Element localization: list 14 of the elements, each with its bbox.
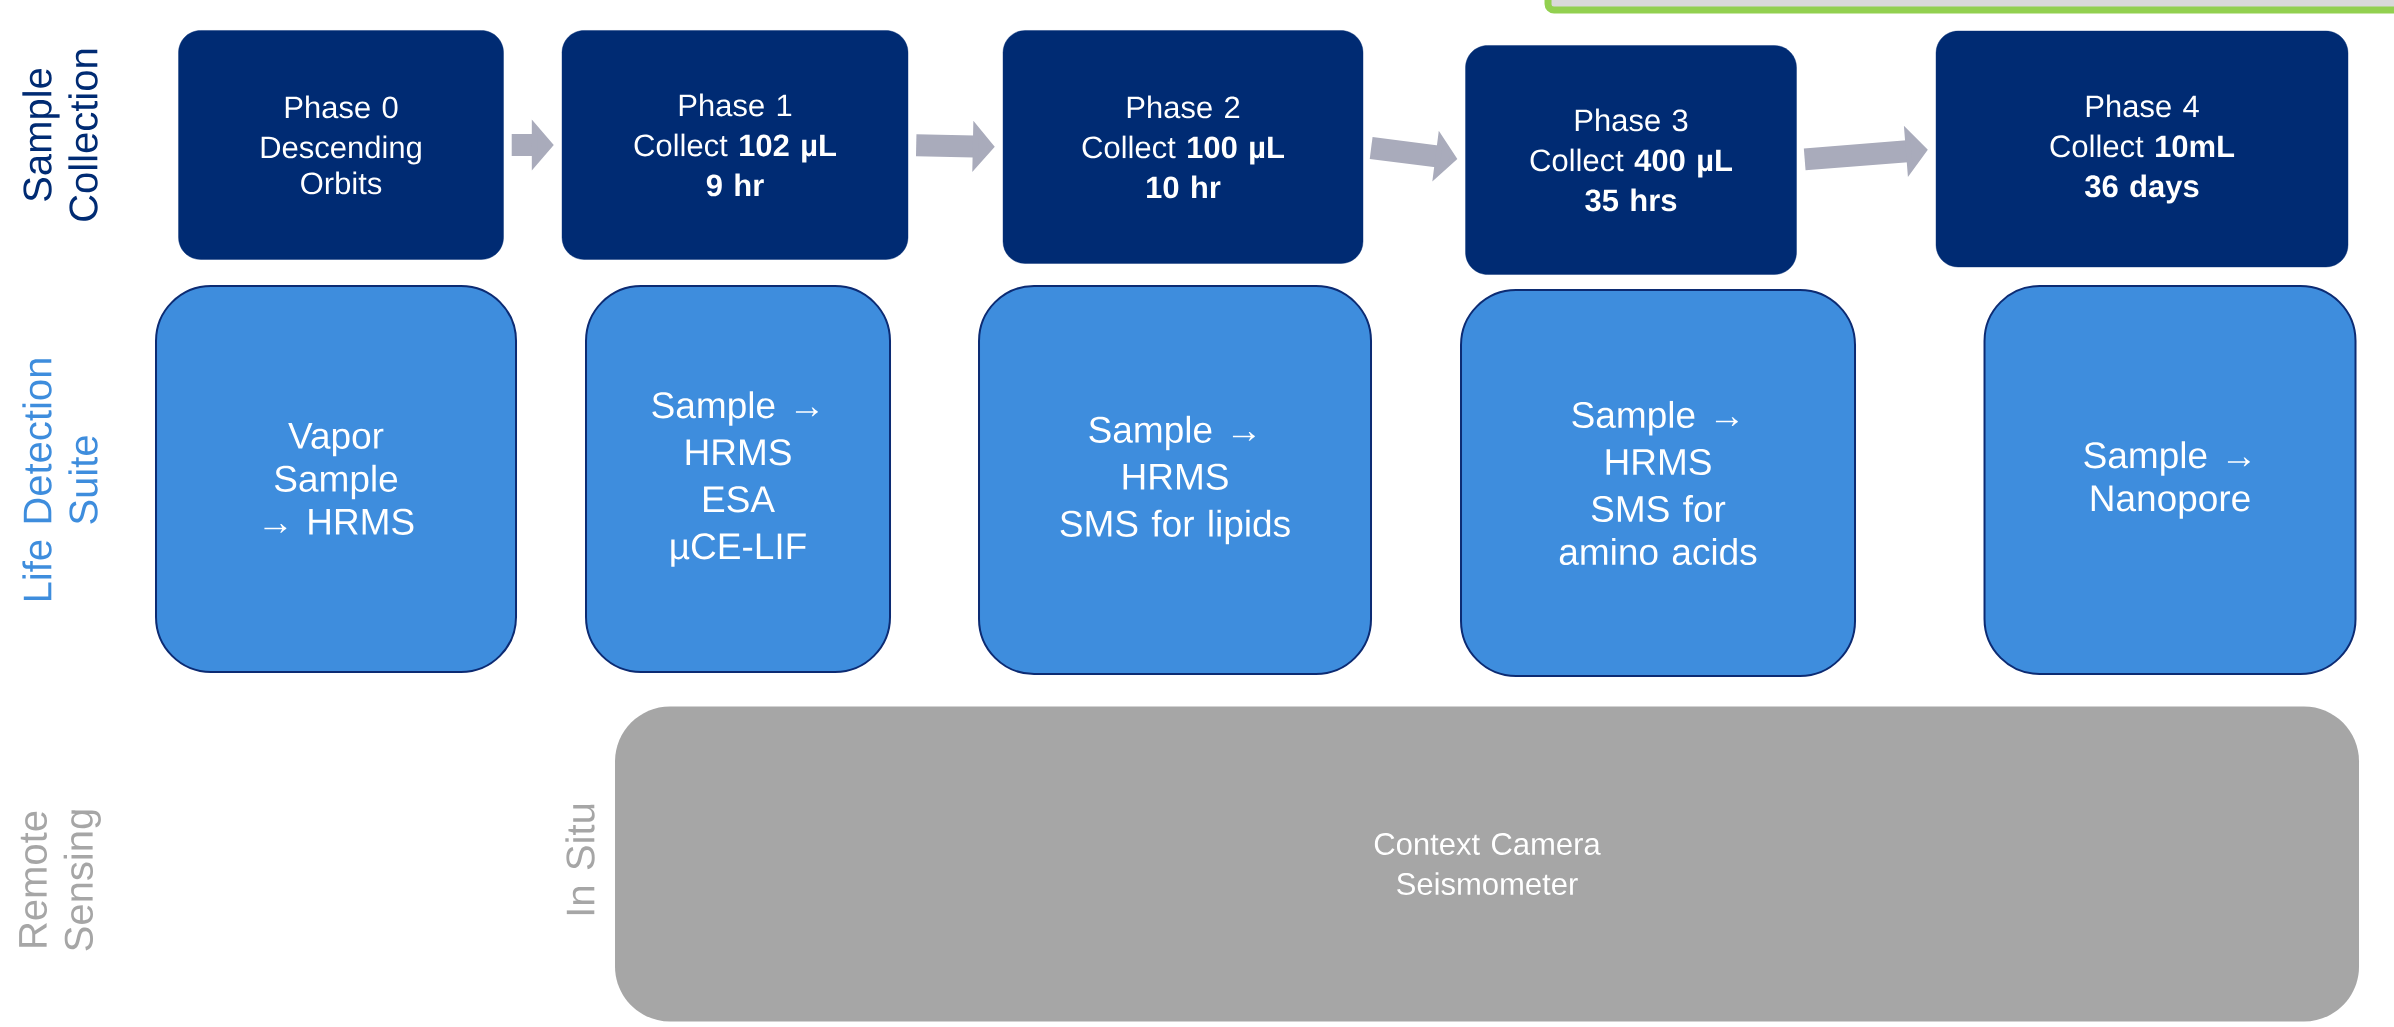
phase-box: Phase 0 Descending Orbits	[178, 30, 504, 260]
phase-box: Phase 4 Collect 10mL 36 days	[1935, 30, 2349, 268]
phase-box: Phase 1 Collect 102 µL 9 hr	[561, 30, 909, 260]
instrument-box: Sample → Nanopore	[1983, 285, 2357, 675]
instrument-box: Sample → HRMS ESA µCE-LIF	[585, 285, 891, 673]
instrument-band: Context Camera Seismometer	[615, 706, 2359, 1022]
row-label: Life Detection Suite	[22, 359, 98, 601]
row-label: Sample Collection	[22, 49, 98, 221]
instrument-box: Sample → HRMS SMS for amino acids	[1460, 289, 1856, 677]
instrument-box: Sample → HRMS SMS for lipids	[978, 285, 1372, 675]
phase-box: Phase 2 Collect 100 µL 10 hr	[1002, 30, 1364, 264]
instrument-box: Vapor Sample → HRMS	[155, 285, 517, 673]
row-label: Remote Sensing	[19, 810, 101, 951]
phase-box: Phase 3 Collect 400 µL 35 hrs	[1465, 45, 1797, 275]
